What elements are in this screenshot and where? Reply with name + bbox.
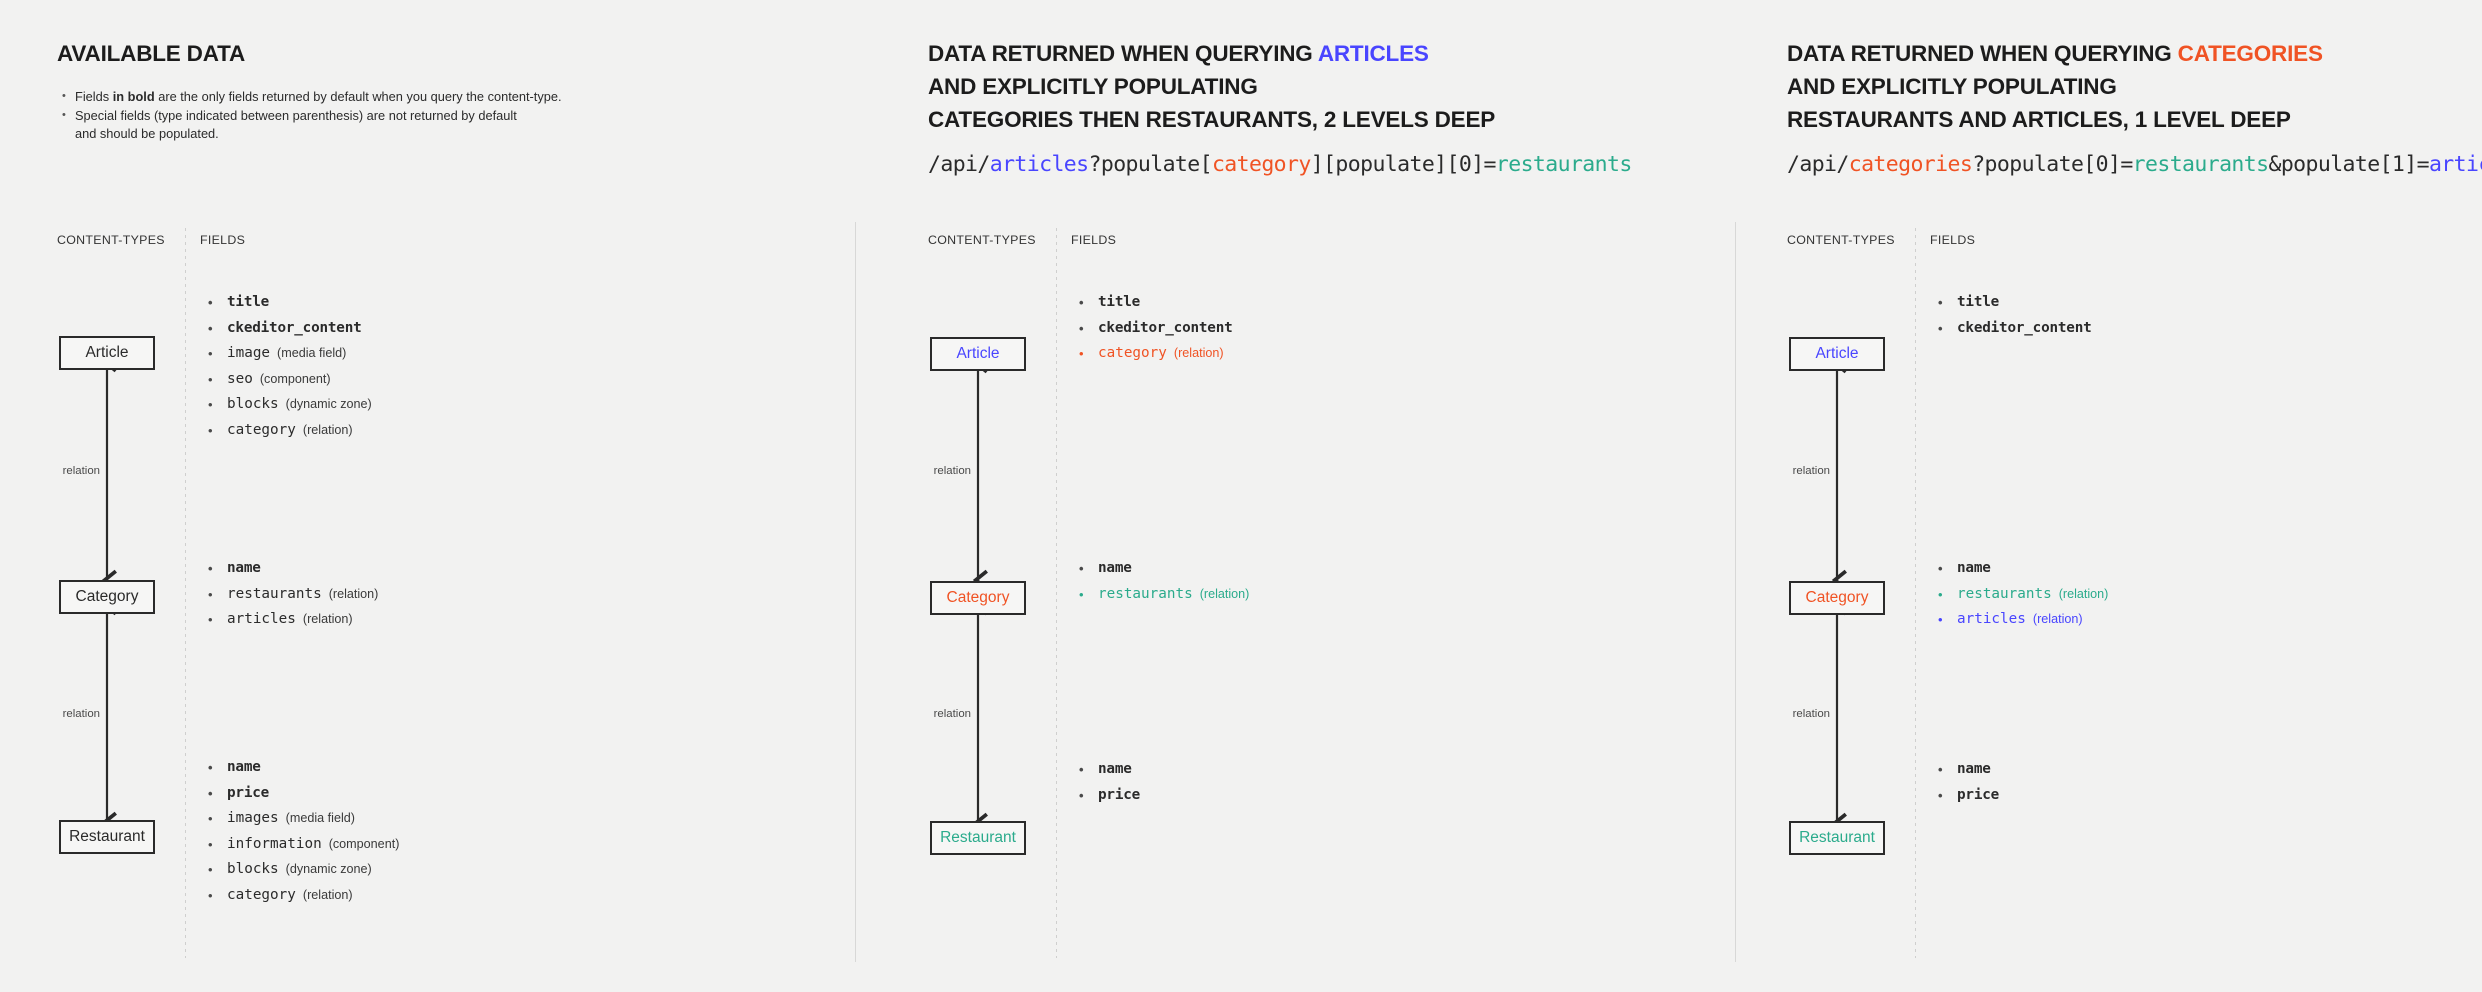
field-list-restaurant: name price images(media field) informati… [205, 755, 399, 908]
panel-1-col-content-types: CONTENT-TYPES [57, 233, 165, 247]
panel-1-relation-label-2: relation [62, 708, 100, 720]
panel-query-categories: DATA RETURNED WHEN QUERYING CATEGORIES A… [1735, 0, 2482, 992]
bullet-item: Special fields (type indicated between p… [60, 106, 660, 144]
bullet-item: Fields in bold are the only fields retur… [60, 87, 660, 107]
panel-3-col-fields: FIELDS [1930, 233, 1976, 247]
field-list-article: title ckeditor_content [1935, 290, 2092, 341]
field-list-article: title ckeditor_content category(relation… [1076, 290, 1233, 367]
field-item: seo(component) [205, 367, 372, 393]
field-item: image(media field) [205, 341, 372, 367]
panel-2-heading-line2: AND EXPLICITLY POPULATING [928, 74, 1258, 99]
entity-box-restaurant[interactable]: Restaurant [59, 820, 155, 854]
panel-2-relation-label-1: relation [933, 465, 971, 477]
entity-box-category[interactable]: Category [59, 580, 155, 614]
panel-2-col-fields: FIELDS [1071, 233, 1117, 247]
panel-2-endpoint: /api/articles?populate[category][populat… [928, 152, 1632, 177]
field-item: title [1076, 290, 1233, 316]
entity-box-category[interactable]: Category [1789, 581, 1885, 615]
field-item: name [205, 755, 399, 781]
field-item: price [205, 781, 399, 807]
field-item: restaurants(relation) [1076, 582, 1249, 608]
field-item: name [1076, 556, 1249, 582]
panel-3-col-content-types: CONTENT-TYPES [1787, 233, 1895, 247]
panel-query-articles: DATA RETURNED WHEN QUERYING ARTICLES AND… [855, 0, 1735, 992]
field-item: restaurants(relation) [205, 582, 378, 608]
panel-1-connectors [101, 352, 117, 832]
field-item: name [205, 556, 378, 582]
panel-separator-1 [855, 222, 856, 962]
field-item: blocks(dynamic zone) [205, 857, 399, 883]
entity-box-article[interactable]: Article [930, 337, 1026, 371]
heading-highlight-articles: ARTICLES [1317, 41, 1429, 66]
panel-2-heading-line1: DATA RETURNED WHEN QUERYING ARTICLES [928, 41, 1429, 66]
panel-1-bullets: Fields in bold are the only fields retur… [60, 87, 660, 144]
panel-3-endpoint: /api/categories?populate[0]=restaurants&… [1787, 152, 2482, 177]
field-list-article: title ckeditor_content image(media field… [205, 290, 372, 443]
entity-box-restaurant[interactable]: Restaurant [930, 821, 1026, 855]
panel-3-relation-label-1: relation [1792, 465, 1830, 477]
panel-2-relation-label-2: relation [933, 708, 971, 720]
panel-3-heading-line2: AND EXPLICITLY POPULATING [1787, 74, 2117, 99]
panel-2-col-content-types: CONTENT-TYPES [928, 233, 1036, 247]
field-item: information(component) [205, 832, 399, 858]
panel-2-heading-line3: CATEGORIES THEN RESTAURANTS, 2 LEVELS DE… [928, 107, 1496, 132]
panel-2-connectors [972, 353, 988, 833]
panel-available-data: AVAILABLE DATA Fields in bold are the on… [0, 0, 855, 992]
panel-3-heading-line1: DATA RETURNED WHEN QUERYING CATEGORIES [1787, 41, 2323, 66]
entity-box-category[interactable]: Category [930, 581, 1026, 615]
panel-2-dotted-divider [1056, 228, 1057, 958]
entity-box-restaurant[interactable]: Restaurant [1789, 821, 1885, 855]
heading-highlight-categories: CATEGORIES [2177, 41, 2323, 66]
field-item: restaurants(relation) [1935, 582, 2108, 608]
field-item: price [1076, 783, 1140, 809]
field-list-restaurant: name price [1076, 757, 1140, 808]
panel-1-heading-line1: AVAILABLE DATA [57, 41, 246, 66]
field-item: name [1076, 757, 1140, 783]
field-item: title [205, 290, 372, 316]
field-list-category: name restaurants(relation) [1076, 556, 1249, 607]
field-item: images(media field) [205, 806, 399, 832]
field-item: category(relation) [205, 883, 399, 909]
field-item: category(relation) [205, 418, 372, 444]
field-item: name [1935, 757, 1999, 783]
field-item: articles(relation) [205, 607, 378, 633]
panel-1-col-fields: FIELDS [200, 233, 246, 247]
field-item: name [1935, 556, 2108, 582]
panel-3-dotted-divider [1915, 228, 1916, 958]
entity-box-article[interactable]: Article [59, 336, 155, 370]
panel-3-connectors [1831, 353, 1847, 833]
panel-1-dotted-divider [185, 228, 186, 958]
entity-box-article[interactable]: Article [1789, 337, 1885, 371]
field-list-category: name restaurants(relation) articles(rela… [205, 556, 378, 633]
panel-1-relation-label-1: relation [62, 465, 100, 477]
panel-3-relation-label-2: relation [1792, 708, 1830, 720]
panel-separator-2 [1735, 222, 1736, 962]
field-item: title [1935, 290, 2092, 316]
field-item: category(relation) [1076, 341, 1233, 367]
field-item: ckeditor_content [205, 316, 372, 342]
field-item: price [1935, 783, 1999, 809]
field-list-restaurant: name price [1935, 757, 1999, 808]
field-item: articles(relation) [1935, 607, 2108, 633]
panel-3-heading-line3: RESTAURANTS AND ARTICLES, 1 LEVEL DEEP [1787, 107, 2291, 132]
field-list-category: name restaurants(relation) articles(rela… [1935, 556, 2108, 633]
field-item: ckeditor_content [1076, 316, 1233, 342]
field-item: ckeditor_content [1935, 316, 2092, 342]
panel-1-heading: AVAILABLE DATA [57, 37, 245, 70]
field-item: blocks(dynamic zone) [205, 392, 372, 418]
